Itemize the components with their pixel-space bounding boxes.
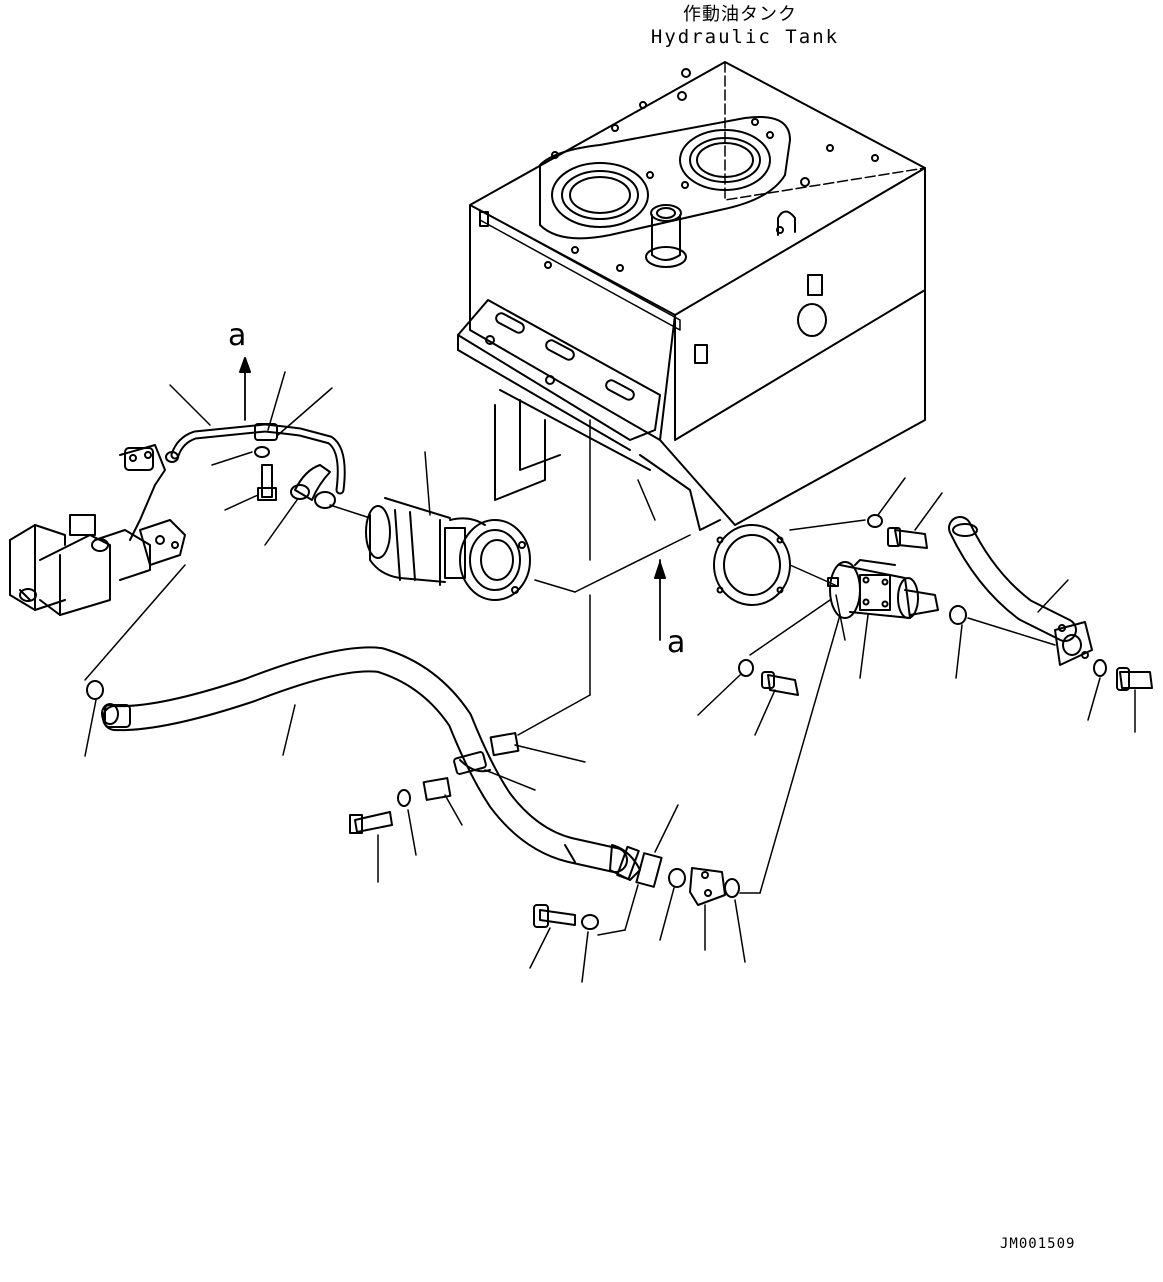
view-marker-a-upper: a: [228, 318, 247, 353]
tank-title-japanese: 作動油タンク: [683, 4, 797, 25]
drawing-code: JM001509: [1000, 1236, 1076, 1252]
gear-pump-right: [697, 477, 943, 736]
upper-hose-assembly: [165, 357, 346, 546]
left-valve-assembly: [9, 444, 186, 616]
long-hose: [84, 564, 841, 983]
view-marker-a-lower: a: [667, 625, 686, 660]
hydraulic-pump-center: [329, 419, 691, 641]
hydraulic-tank: [457, 61, 926, 606]
right-pipe: [948, 516, 1153, 733]
tank-title-english: Hydraulic Tank: [650, 26, 840, 48]
